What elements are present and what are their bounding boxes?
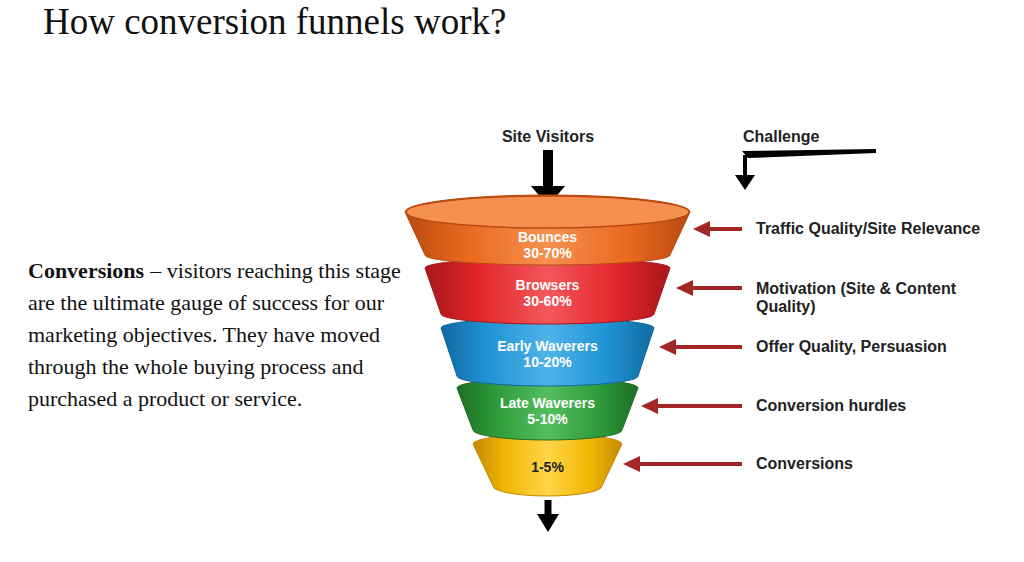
band-body [457, 378, 638, 440]
band-percent: 30-60% [425, 293, 670, 309]
column-heading: Challenge [743, 128, 819, 146]
band-text-box: Browsers30-60% [425, 277, 670, 309]
band-percent: 5-10% [457, 411, 638, 427]
challenge-swoosh [742, 149, 876, 158]
challenge-label: Offer Quality, Persuasion [756, 338, 947, 356]
band-body [405, 195, 690, 265]
exit-arrow [545, 500, 552, 516]
entry-arrow [543, 150, 553, 188]
band-text-box: Bounces30-70% [405, 229, 690, 261]
challenge-arrow-head [735, 175, 755, 190]
band-percent: 10-20% [441, 354, 654, 370]
band-name: Bounces [405, 229, 690, 245]
band-text-box: Late Waverers5-10% [457, 395, 638, 427]
challenge-label: Conversion hurdles [756, 397, 906, 415]
funnel-band: Bounces30-70% [405, 195, 690, 265]
funnel-band: Late Waverers5-10% [457, 378, 638, 440]
input-label: Site Visitors [502, 128, 594, 146]
page-title: How conversion funnels work? [43, 0, 506, 43]
band-percent: 1-5% [473, 459, 622, 475]
band-name: Browsers [425, 277, 670, 293]
funnel-band: Browsers30-60% [425, 258, 670, 324]
band-body [441, 318, 654, 386]
challenge-label: Conversions [756, 455, 853, 473]
band-name: Late Waverers [457, 395, 638, 411]
band-text-box: 1-5% [473, 459, 622, 475]
challenge-label: Traffic Quality/Site Relevance [756, 220, 980, 238]
description-block: Conversions– visitors reaching this stag… [28, 255, 420, 415]
band-name: Early Waverers [441, 338, 654, 354]
band-body [425, 258, 670, 324]
funnel-band: 1-5% [473, 434, 622, 496]
challenge-label: Motivation (Site & Content Quality) [756, 280, 976, 316]
band-percent: 30-70% [405, 245, 690, 261]
band-text-box: Early Waverers10-20% [441, 338, 654, 370]
stage-name: Conversions [28, 258, 144, 283]
funnel-rim [406, 196, 689, 228]
funnel-band: Early Waverers10-20% [441, 318, 654, 386]
band-body [473, 434, 622, 496]
exit-arrow-head [537, 514, 559, 532]
challenge-arrow [743, 155, 747, 176]
